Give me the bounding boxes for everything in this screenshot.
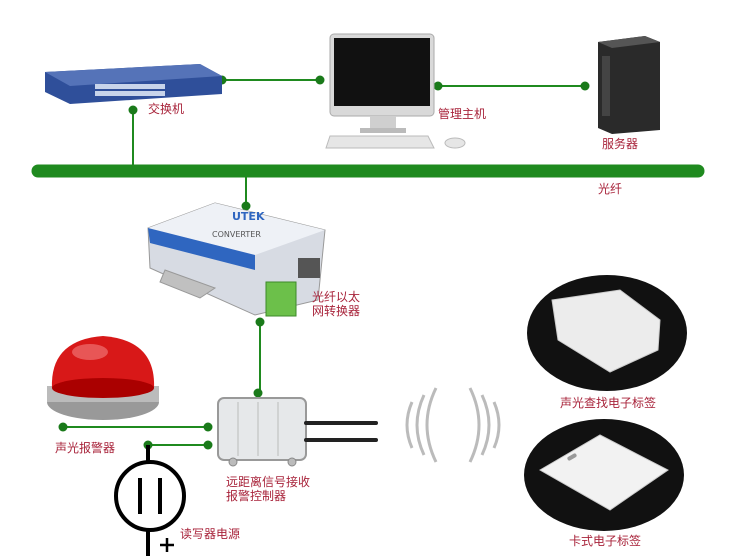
alarm-light-icon bbox=[47, 336, 159, 420]
dot bbox=[253, 388, 263, 398]
card-tag-icon bbox=[524, 419, 684, 531]
power-label: 读写器电源 bbox=[180, 527, 241, 541]
dot bbox=[203, 440, 213, 450]
controller-icon bbox=[217, 397, 378, 467]
dot bbox=[580, 81, 590, 91]
dot bbox=[58, 422, 68, 432]
search-tag-label: 声光查找电子标签 bbox=[560, 396, 657, 410]
converter-icon: UTEK CONVERTER bbox=[147, 202, 326, 317]
dot bbox=[203, 422, 213, 432]
dot bbox=[128, 105, 138, 115]
computer-icon bbox=[325, 33, 466, 149]
dot bbox=[241, 201, 251, 211]
connections bbox=[31, 79, 705, 446]
search-tag-icon bbox=[527, 275, 687, 391]
alarm-label: 声光报警器 bbox=[55, 441, 116, 455]
controller-label-line1: 远距离信号接收 bbox=[226, 475, 311, 489]
server-label: 服务器 bbox=[602, 137, 639, 151]
converter-label-line1: 光纤以太 bbox=[312, 290, 361, 304]
switch-icon bbox=[45, 64, 222, 104]
controller-label-line2: 报警控制器 bbox=[226, 489, 287, 503]
switch-label: 交换机 bbox=[148, 102, 185, 116]
dot bbox=[315, 75, 325, 85]
power-source-icon bbox=[114, 445, 186, 556]
dot bbox=[255, 317, 265, 327]
dot bbox=[433, 81, 443, 91]
server-icon bbox=[598, 36, 660, 134]
converter-label-line2: 网转换器 bbox=[312, 304, 361, 318]
card-tag-label: 卡式电子标签 bbox=[569, 534, 642, 548]
converter-brand: UTEK bbox=[232, 210, 265, 223]
fiber-label: 光纤 bbox=[598, 182, 623, 196]
wireless-signal-icon bbox=[405, 387, 501, 463]
converter-model: CONVERTER bbox=[212, 230, 261, 239]
management-host-label: 管理主机 bbox=[438, 107, 487, 121]
